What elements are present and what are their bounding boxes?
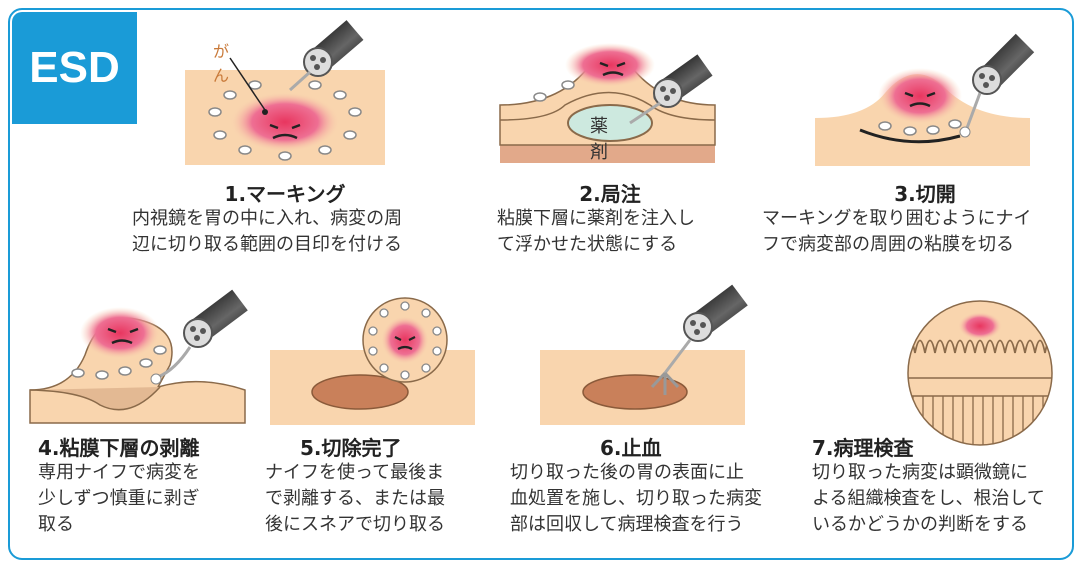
drug-label: 薬剤 (590, 116, 608, 163)
step-1-desc: 内視鏡を胃の中に入れ、病変の周辺に切り取る範囲の目印を付ける (132, 208, 403, 255)
diagram-frame (8, 8, 1074, 560)
step-6-title: 6.止血 (600, 436, 662, 460)
pathology-illustration (907, 300, 1053, 446)
hemostasis-illustration (540, 284, 748, 425)
step-2-desc: 粘膜下層に薬剤を注入して浮かせた状態にする (497, 208, 695, 255)
step-5-desc: ナイフを使って最後まで剥離する、または最後にスネアで切り取る (265, 462, 445, 535)
step-4-title: 4.粘膜下層の剥離 (38, 436, 200, 460)
resection-illustration (270, 297, 475, 425)
step-6-desc: 切り取った後の胃の表面に止血処置を施し、切り取った病変部は回収して病理検査を行う (510, 462, 762, 535)
step-3-desc: マーキングを取り囲むようにナイフで病変部の周囲の粘膜を切る (762, 208, 1032, 255)
marking-illustration (185, 20, 385, 165)
step-2-title: 2.局注 (579, 182, 641, 206)
step-7-title: 7.病理検査 (812, 432, 920, 461)
cancer-label: がん (213, 42, 230, 85)
step-7-desc: 切り取った病変は顕微鏡による組織検査をし、根治しているかどうかの判断をする (812, 462, 1045, 535)
dissection-illustration (29, 289, 248, 424)
step-3-title: 3.切開 (894, 182, 956, 206)
step-5-title: 5.切除完了 (300, 436, 402, 460)
incision-illustration (815, 33, 1035, 166)
injection-illustration (499, 43, 716, 163)
step-1-title: 1.マーキング (224, 182, 346, 206)
esd-badge: ESD (12, 12, 137, 124)
step-4-desc: 専用ナイフで病変を少しずつ慎重に剥ぎ取る (38, 462, 200, 535)
